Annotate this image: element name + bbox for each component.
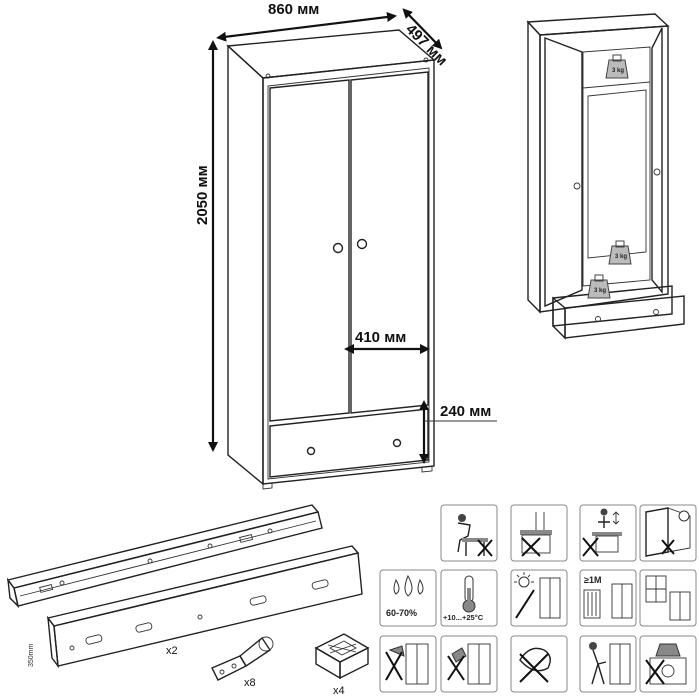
no-harsh-cleaning-icon bbox=[510, 635, 568, 693]
wardrobe-open-view: 3 kg 3 kg 3 kg bbox=[526, 13, 685, 340]
door-width-dimension-label: 410 мм bbox=[355, 329, 406, 346]
svg-text:60-70%: 60-70% bbox=[386, 608, 417, 618]
weight-icon: 3 kg bbox=[608, 240, 632, 265]
drawer-rail-upper bbox=[6, 504, 323, 609]
no-pushing-icon bbox=[579, 635, 637, 693]
height-dimension-label: 2050 мм bbox=[194, 165, 211, 225]
rail-length-note: 350mm bbox=[28, 643, 35, 667]
drawer-rail-lower bbox=[46, 545, 363, 669]
svg-text:+10...+25°C: +10...+25°C bbox=[443, 613, 484, 622]
distance-from-heater-icon: ≥1M bbox=[579, 569, 637, 627]
no-standing-on-furniture-icon bbox=[440, 504, 498, 562]
svg-text:3 kg: 3 kg bbox=[594, 288, 606, 294]
hinges-quantity: x8 bbox=[244, 677, 256, 689]
no-direct-sunlight-icon bbox=[510, 569, 568, 627]
rails-quantity: x2 bbox=[166, 645, 178, 657]
foot-icon bbox=[314, 633, 370, 680]
width-dimension-label: 860 мм bbox=[268, 1, 319, 18]
ventilated-room-icon bbox=[639, 569, 697, 627]
svg-text:3 kg: 3 kg bbox=[612, 68, 624, 74]
svg-text:≥1M: ≥1M bbox=[584, 575, 601, 585]
fix-to-wall-icon bbox=[639, 504, 697, 562]
weight-icon: 3 kg bbox=[605, 54, 629, 79]
no-overloading-icon bbox=[510, 504, 568, 562]
svg-text:3 kg: 3 kg bbox=[615, 254, 627, 260]
no-heavy-load-on-top-icon bbox=[639, 635, 697, 693]
no-spraying-icon bbox=[440, 635, 498, 693]
humidity-icon: 60-70% bbox=[379, 569, 437, 627]
no-water-cleaning-icon bbox=[379, 635, 437, 693]
weight-icon: 3 kg bbox=[587, 274, 611, 299]
drawer-height-dimension-label: 240 мм bbox=[440, 403, 491, 420]
wardrobe-front-view bbox=[226, 29, 436, 490]
feet-quantity: x4 bbox=[333, 685, 345, 697]
thermometer-icon: +10...+25°C bbox=[440, 569, 498, 627]
no-climbing-icon bbox=[579, 504, 637, 562]
hinge-icon bbox=[211, 636, 274, 681]
